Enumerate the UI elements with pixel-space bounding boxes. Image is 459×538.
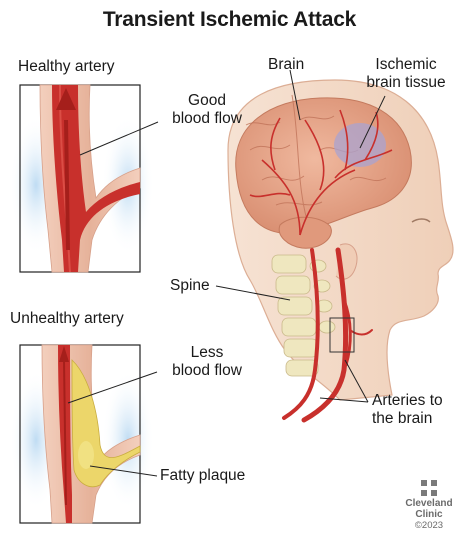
unhealthy-artery-label: Unhealthy artery (10, 310, 124, 328)
less-blood-flow-line2: blood flow (160, 362, 254, 380)
head-illustration (228, 80, 453, 420)
brain-label: Brain (268, 56, 304, 74)
cleveland-clinic-logo: Cleveland Clinic ©2023 (398, 480, 459, 531)
unhealthy-artery-panel (10, 345, 154, 523)
good-blood-flow-line1: Good (160, 92, 254, 110)
ischemic-tissue-label: Ischemic brain tissue (356, 56, 456, 92)
cleveland-clinic-logo-icon (421, 480, 437, 496)
arteries-line1: Arteries to (372, 392, 443, 410)
less-blood-flow-line1: Less (160, 344, 254, 362)
logo-copyright: ©2023 (398, 520, 459, 531)
logo-line2: Clinic (398, 509, 459, 520)
good-blood-flow-label: Good blood flow (160, 92, 254, 128)
healthy-artery-label: Healthy artery (18, 58, 114, 76)
ischemic-line2: brain tissue (356, 74, 456, 92)
logo-line1: Cleveland (398, 498, 459, 509)
arteries-to-brain-label: Arteries to the brain (372, 392, 443, 428)
good-blood-flow-line2: blood flow (160, 110, 254, 128)
spine-label: Spine (170, 277, 210, 295)
ischemic-line1: Ischemic (356, 56, 456, 74)
arteries-line2: the brain (372, 410, 443, 428)
healthy-artery-panel (10, 85, 154, 272)
less-blood-flow-label: Less blood flow (160, 344, 254, 380)
fatty-plaque-label: Fatty plaque (160, 467, 245, 485)
